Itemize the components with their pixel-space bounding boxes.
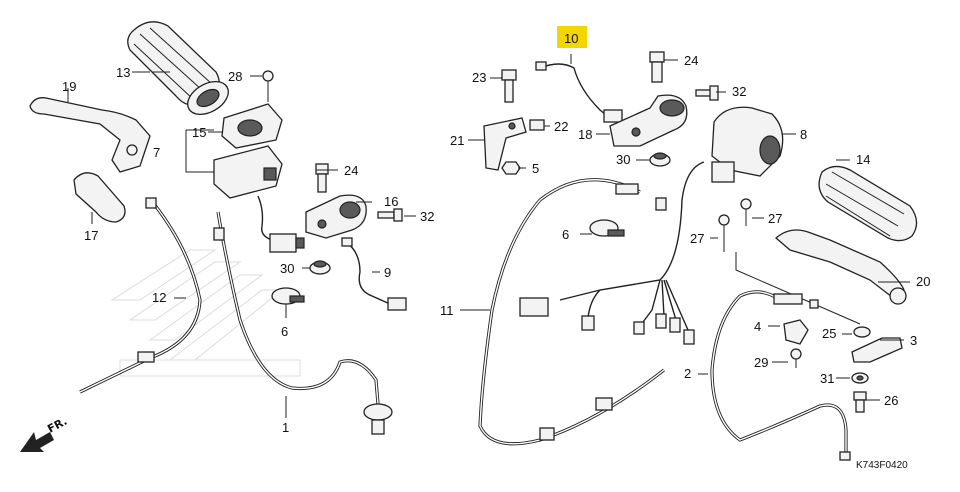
leader-lines bbox=[132, 54, 910, 418]
callout-6b: 6 bbox=[562, 227, 569, 242]
callout-30b: 30 bbox=[616, 152, 630, 167]
part-10-wire bbox=[535, 61, 623, 123]
part-28-screw bbox=[262, 70, 274, 102]
part-20-lever bbox=[735, 229, 907, 325]
front-direction-arrow bbox=[20, 432, 54, 452]
diagram-code: K743F0420 bbox=[856, 460, 908, 471]
part-4-switch bbox=[783, 319, 809, 345]
callout-32a: 32 bbox=[420, 209, 434, 224]
part-24-bolt-left bbox=[315, 163, 329, 193]
part-5-nut bbox=[501, 161, 521, 175]
callout-26: 26 bbox=[884, 393, 898, 408]
part-3-pivot bbox=[851, 337, 903, 363]
part-30-grommet-right bbox=[649, 152, 671, 167]
callout-16: 16 bbox=[384, 194, 398, 209]
callout-9: 9 bbox=[384, 265, 391, 280]
callout-1: 1 bbox=[282, 420, 289, 435]
callout-23: 23 bbox=[472, 70, 486, 85]
callout-21: 21 bbox=[450, 133, 464, 148]
part-2-cable bbox=[710, 290, 851, 461]
callout-19: 19 bbox=[62, 79, 76, 94]
part-18-holder bbox=[609, 94, 688, 147]
callout-27a: 27 bbox=[768, 211, 782, 226]
callout-32b: 32 bbox=[732, 84, 746, 99]
part-23-bolt bbox=[501, 69, 517, 103]
callout-6a: 6 bbox=[281, 324, 288, 339]
part-1-cable bbox=[213, 211, 393, 435]
callout-5: 5 bbox=[532, 161, 539, 176]
part-6-band-right bbox=[589, 219, 625, 237]
callout-20: 20 bbox=[916, 274, 930, 289]
part-15-housing bbox=[221, 103, 283, 149]
callout-31: 31 bbox=[820, 371, 834, 386]
callout-12: 12 bbox=[152, 290, 166, 305]
callout-18: 18 bbox=[578, 127, 592, 142]
callout-28: 28 bbox=[228, 69, 242, 84]
callout-25: 25 bbox=[822, 326, 836, 341]
callout-29: 29 bbox=[754, 355, 768, 370]
part-16-holder bbox=[305, 194, 367, 239]
part-27-screw-a bbox=[740, 198, 752, 226]
part-25-washer bbox=[853, 326, 871, 338]
part-9-wire bbox=[341, 237, 407, 311]
callout-27b: 27 bbox=[690, 231, 704, 246]
part-24-bolt-right bbox=[649, 51, 665, 83]
callout-17: 17 bbox=[84, 228, 98, 243]
part-11-cable bbox=[478, 178, 667, 446]
callout-22: 22 bbox=[554, 119, 568, 134]
part-27-screw-b bbox=[718, 214, 730, 252]
part-31-washer bbox=[851, 372, 869, 384]
part-29-screw bbox=[790, 348, 802, 368]
part-13-grip bbox=[127, 21, 229, 116]
callout-11: 11 bbox=[440, 303, 454, 318]
callout-24a: 24 bbox=[344, 163, 358, 178]
callout-7: 7 bbox=[153, 145, 160, 160]
callout-15: 15 bbox=[192, 125, 206, 140]
callout-13: 13 bbox=[116, 65, 130, 80]
part-17-cover bbox=[73, 172, 126, 224]
callout-2: 2 bbox=[684, 366, 691, 381]
callouts: 13 28 19 15 7 24 16 32 17 30 9 12 6 1 FR… bbox=[45, 31, 930, 471]
highlight-box-10 bbox=[557, 26, 587, 48]
part-32-bolt-left bbox=[377, 208, 403, 222]
wire-harness bbox=[519, 161, 705, 345]
part-12-cable bbox=[79, 197, 202, 394]
callout-10: 10 bbox=[564, 31, 578, 46]
callout-3: 3 bbox=[910, 333, 917, 348]
part-6-band-left bbox=[271, 287, 305, 305]
part-7-housing bbox=[185, 129, 283, 199]
watermark bbox=[110, 249, 301, 377]
left-switch-wire bbox=[257, 195, 305, 253]
callout-8: 8 bbox=[800, 127, 807, 142]
callout-30a: 30 bbox=[280, 261, 294, 276]
part-8-switch bbox=[711, 106, 784, 183]
part-14-grip bbox=[818, 165, 918, 242]
part-30-grommet-left bbox=[309, 260, 331, 275]
callout-14: 14 bbox=[856, 152, 870, 167]
callout-24b: 24 bbox=[684, 53, 698, 68]
part-26-bolt bbox=[853, 391, 867, 413]
direction-label: FR. bbox=[45, 415, 69, 436]
part-32-bolt-right bbox=[695, 85, 719, 101]
part-21-bracket bbox=[483, 117, 527, 171]
callout-4: 4 bbox=[754, 319, 761, 334]
part-22-clip bbox=[529, 119, 545, 131]
part-19-lever bbox=[29, 88, 151, 173]
